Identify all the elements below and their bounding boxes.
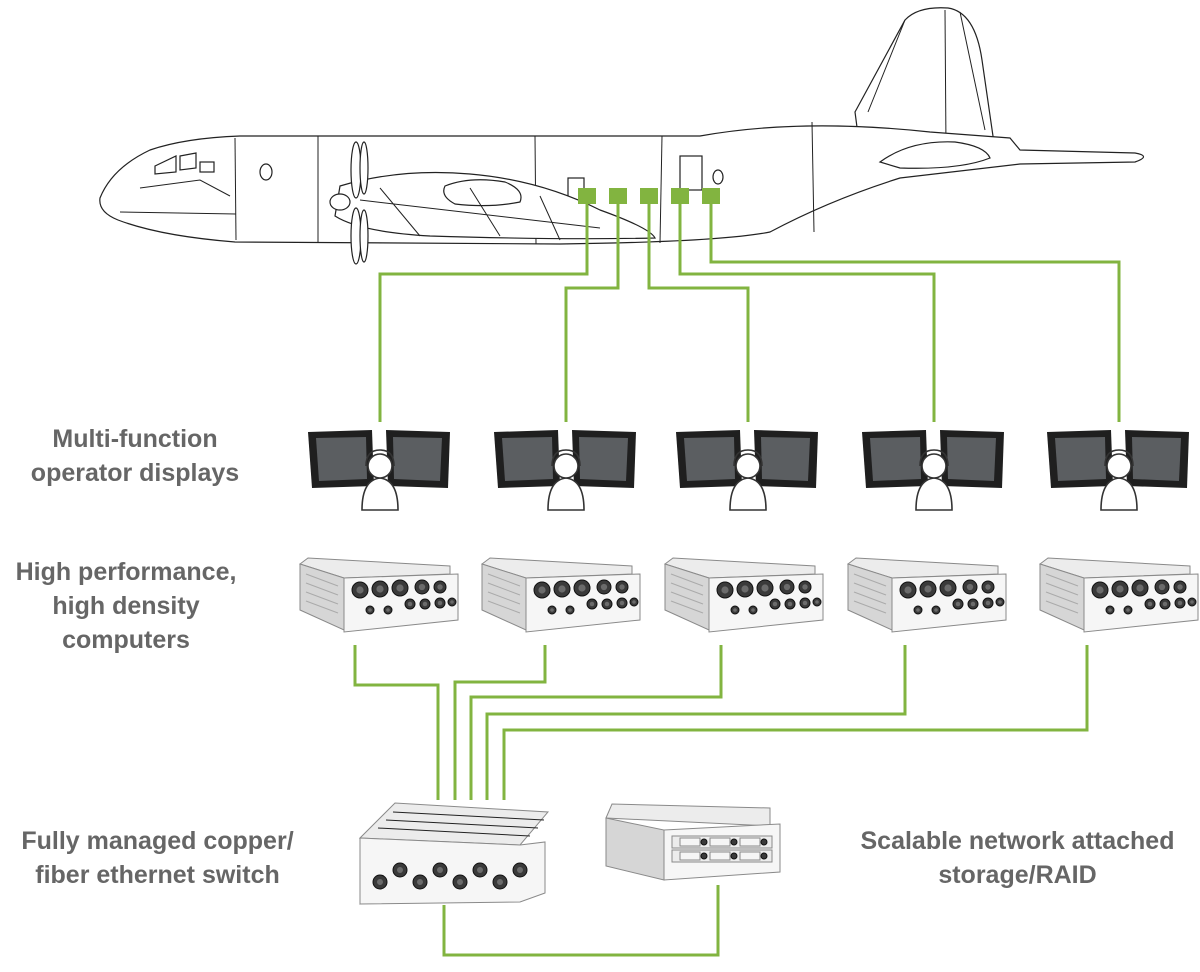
operator-icon <box>361 449 399 511</box>
operator-station <box>862 430 1004 511</box>
label-ethernet-switch: Fully managed copper/ fiber ethernet swi… <box>21 827 294 889</box>
wire <box>678 204 936 422</box>
wire <box>485 645 907 800</box>
operator-station <box>1047 430 1189 511</box>
aircraft-port <box>702 188 720 204</box>
ethernet-switch <box>358 802 550 905</box>
wire <box>378 204 589 422</box>
switch-to-storage-wire <box>442 885 720 957</box>
computer-to-switch-wiring <box>353 645 1089 800</box>
display-monitor <box>1125 430 1189 488</box>
display-monitor <box>494 430 560 488</box>
computer-unit <box>480 557 641 633</box>
wire <box>502 645 1089 800</box>
aircraft-propeller <box>329 141 369 265</box>
wire <box>647 204 750 422</box>
storage-raid <box>605 803 781 881</box>
wire <box>453 645 547 800</box>
aircraft-stabilizer <box>878 141 991 169</box>
port-to-display-wiring <box>378 204 1121 422</box>
wire <box>469 645 723 800</box>
computer-unit <box>846 557 1007 633</box>
wire <box>564 204 620 422</box>
display-monitor <box>572 430 636 488</box>
display-monitor <box>940 430 1004 488</box>
display-monitor <box>1047 430 1113 488</box>
label-storage-raid: Scalable network attached storage/RAID <box>860 827 1175 889</box>
operator-station <box>676 430 818 511</box>
aircraft-port <box>640 188 658 204</box>
computer-unit <box>663 557 824 633</box>
operator-icon <box>729 449 767 511</box>
operator-icon <box>547 449 585 511</box>
display-monitor <box>754 430 818 488</box>
computer-unit <box>1038 557 1199 633</box>
display-monitor <box>386 430 450 488</box>
operator-station <box>494 430 636 511</box>
display-monitor <box>862 430 928 488</box>
aircraft-port <box>671 188 689 204</box>
display-monitor <box>308 430 374 488</box>
display-monitor <box>676 430 742 488</box>
aircraft-port <box>578 188 596 204</box>
aircraft <box>99 7 1145 265</box>
operator-icon <box>1100 449 1138 511</box>
wire <box>709 204 1121 422</box>
wire <box>353 645 440 800</box>
aircraft-tail-fin <box>854 7 996 151</box>
operator-station <box>308 430 450 511</box>
operator-icon <box>915 449 953 511</box>
aircraft-port <box>609 188 627 204</box>
label-operator-displays: Multi-function operator displays <box>30 425 240 487</box>
computer-unit <box>298 557 459 633</box>
label-computers: High performance, high density computers <box>15 558 237 654</box>
